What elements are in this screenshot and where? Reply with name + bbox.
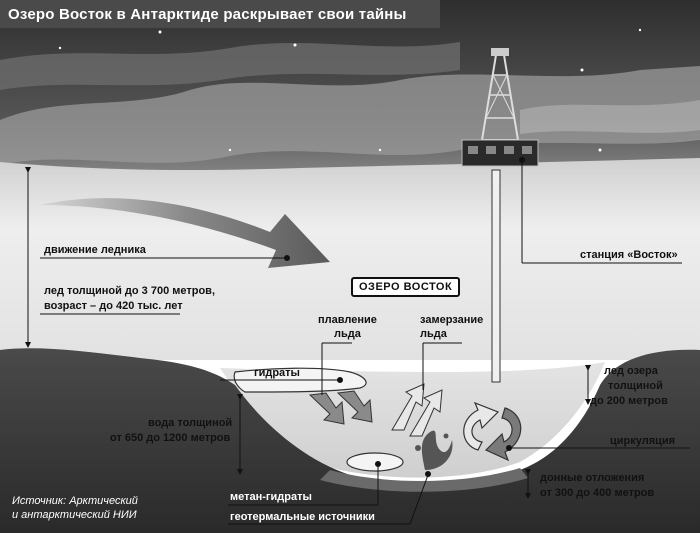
freezing-arrows	[391, 383, 443, 437]
label-lake-ice-1: лед озера	[604, 365, 658, 377]
label-ice-thickness-1: лед толщиной до 3 700 метров,	[44, 285, 215, 297]
methane-hydrates-pod	[346, 452, 404, 472]
sediment-layer	[320, 468, 528, 492]
source-note: Источник: Арктический и антарктический Н…	[12, 494, 138, 522]
glacier-movement-arrow	[40, 198, 330, 268]
label-lake-ice-3: до 200 метров	[590, 395, 668, 407]
lake-name-box: ОЗЕРО ВОСТОК	[351, 277, 461, 297]
label-geothermal: геотермальные источники	[230, 511, 375, 523]
label-circulation: циркуляция	[610, 435, 676, 447]
label-freezing-2: льда	[420, 328, 447, 340]
leader-lines	[25, 157, 690, 525]
melting-arrows	[308, 390, 373, 425]
borehole-pipe	[491, 169, 501, 383]
geothermal-plume	[421, 430, 453, 470]
label-lake-name: ОЗЕРО ВОСТОК	[359, 281, 453, 293]
source-line-1: Источник: Арктический	[12, 495, 138, 507]
drilling-station	[461, 48, 539, 167]
source-line-2: и антарктический НИИ	[12, 509, 137, 521]
label-freezing-1: замерзание	[420, 314, 484, 326]
label-glacier-movement: движение ледника	[44, 244, 146, 256]
title-bar	[0, 0, 440, 28]
label-melting-1: плавление	[318, 314, 377, 326]
circulation-arrows	[463, 401, 522, 462]
label-hydrates: гидраты	[254, 367, 300, 379]
label-water-2: от 650 до 1200 метров	[110, 432, 231, 444]
page-title: Озеро Восток в Антарктиде раскрывает сво…	[8, 6, 407, 23]
label-lake-ice-2: толщиной	[608, 380, 663, 392]
label-ice-thickness-2: возраст – до 420 тыс. лет	[44, 300, 183, 312]
label-sediments-2: от 300 до 400 метров	[540, 487, 655, 499]
label-sediments-1: донные отложения	[540, 472, 645, 484]
label-water-1: вода толщиной	[148, 417, 233, 429]
label-station: станция «Восток»	[580, 249, 678, 261]
label-methane-hydrates: метан-гидраты	[230, 491, 312, 503]
label-melting-2: льда	[334, 328, 361, 340]
